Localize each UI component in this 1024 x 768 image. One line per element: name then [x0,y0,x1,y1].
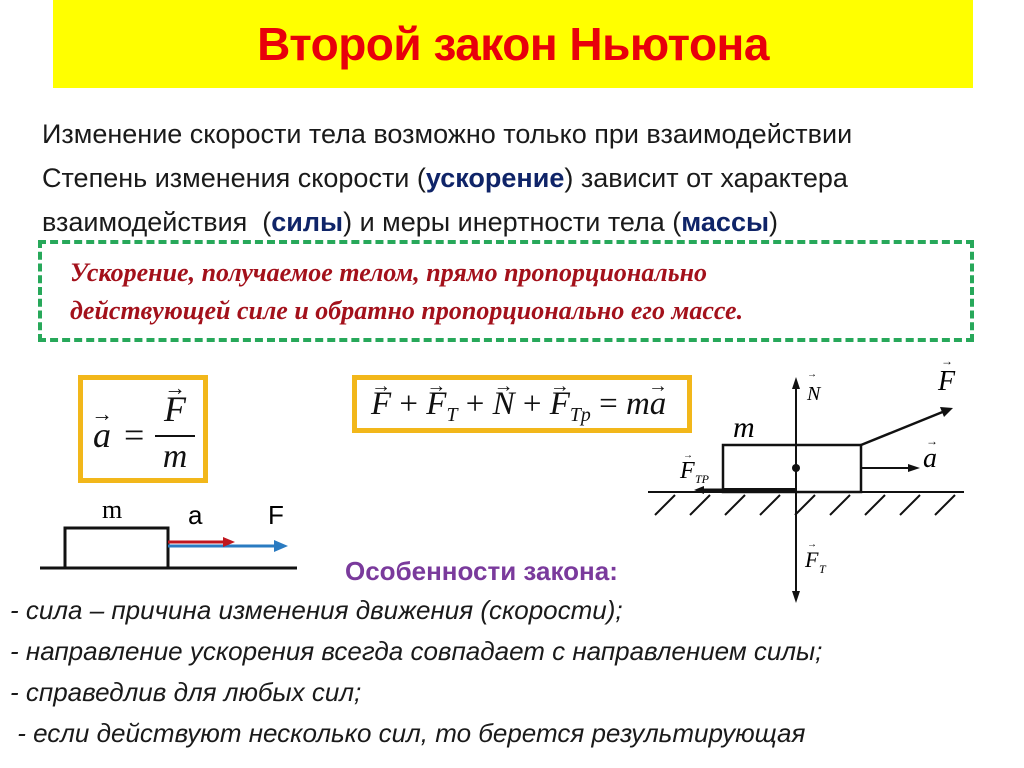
gravity-arrowhead-icon [792,591,800,603]
intro-line-2: Степень изменения скорости (ускорение) з… [42,156,852,200]
vector-F: F [371,386,391,423]
text: ) зависит от характера [564,163,848,193]
text: ) и меры инертности тела ( [343,207,682,237]
vector-a: a [650,386,667,423]
vector-a: a [93,414,111,456]
force-arrow [860,409,946,447]
feature-item: - справедлив для любых сил; [10,677,362,707]
term-mass: массы [681,207,770,237]
law-line-1: Ускорение, получаемое телом, прямо пропо… [70,258,708,287]
formula-newton-second-law: a = F m [78,375,208,483]
feature-item: - сила – причина изменения движения (ско… [10,595,623,625]
plus-sign: + [465,386,485,422]
text: взаимодействия ( [42,207,272,237]
vector-F-friction: F [550,386,570,423]
equals-sign: = [124,415,145,455]
intro-text: Изменение скорости тела возможно только … [42,112,852,244]
title-banner: Второй закон Ньютона [53,0,973,88]
mass-m: m [625,386,650,422]
vector-arrow-icon: → [941,355,953,368]
normal-arrowhead-icon [792,377,800,389]
feature-item: - направление ускорения всегда совпадает… [10,636,823,666]
force-diagram: m N → F → a → F TP → F T → [648,355,964,603]
text: ) [769,207,779,237]
mass-label: m [102,495,122,524]
force-arrowhead-icon [940,407,953,417]
simple-block-diagram: m a F [40,495,297,570]
law-line-2: действующей силе и обратно пропорциональ… [70,296,744,325]
features-heading: Особенности закона: [345,556,618,586]
friction-arrowhead-icon [694,486,704,494]
friction-subscript: TP [695,472,710,486]
text: Степень изменения скорости ( [42,163,426,193]
mass-label: m [733,411,755,444]
accel-arrowhead-icon [908,464,920,472]
vector-N: N [493,386,515,423]
subscript: T [446,403,458,426]
center-of-mass-dot [792,464,800,472]
vector-arrow-icon: → [807,539,817,550]
vector-arrow-icon: → [807,369,817,380]
accel-label: a [188,500,203,530]
force-arrowhead-icon [274,540,288,552]
vector-arrow-icon: → [683,450,693,461]
intro-line-3: взаимодействия (силы) и меры инертности … [42,200,852,244]
friction-force-label: F [679,458,695,484]
law-statement-box: Ускорение, получаемое телом, прямо пропо… [38,240,974,342]
subscript: Tp [569,403,591,426]
term-acceleration: ускорение [425,163,565,193]
plus-sign: + [399,386,419,422]
equals-sign: = [599,386,618,422]
force-label: F [268,500,284,530]
accel-label: a [923,443,937,474]
accel-arrowhead-icon [223,537,235,547]
applied-force-label: F [937,366,956,397]
gravity-force-label: F [804,547,819,572]
block-rect [721,443,863,494]
plus-sign: + [522,386,542,422]
block-rect [63,526,170,570]
feature-item: - если действуют несколько сил, то берет… [10,718,806,748]
intro-line-1: Изменение скорости тела возможно только … [42,119,853,149]
gravity-subscript: T [819,562,827,576]
vector-F-gravity: F [426,386,446,423]
term-force: силы [271,207,344,237]
fraction-bar [155,435,195,437]
vector-arrow-icon: → [926,434,938,448]
normal-force-label: N [806,383,822,405]
features-list: - сила – причина изменения движения (ско… [10,590,822,754]
vector-F: F [164,388,186,430]
ground-hatching [654,494,956,516]
page-title: Второй закон Ньютона [257,18,769,70]
mass-m: m [162,438,188,475]
formula-force-sum: F + FT + N + FTp = ma [352,375,692,433]
law-statement: Ускорение, получаемое телом, прямо пропо… [70,254,743,330]
